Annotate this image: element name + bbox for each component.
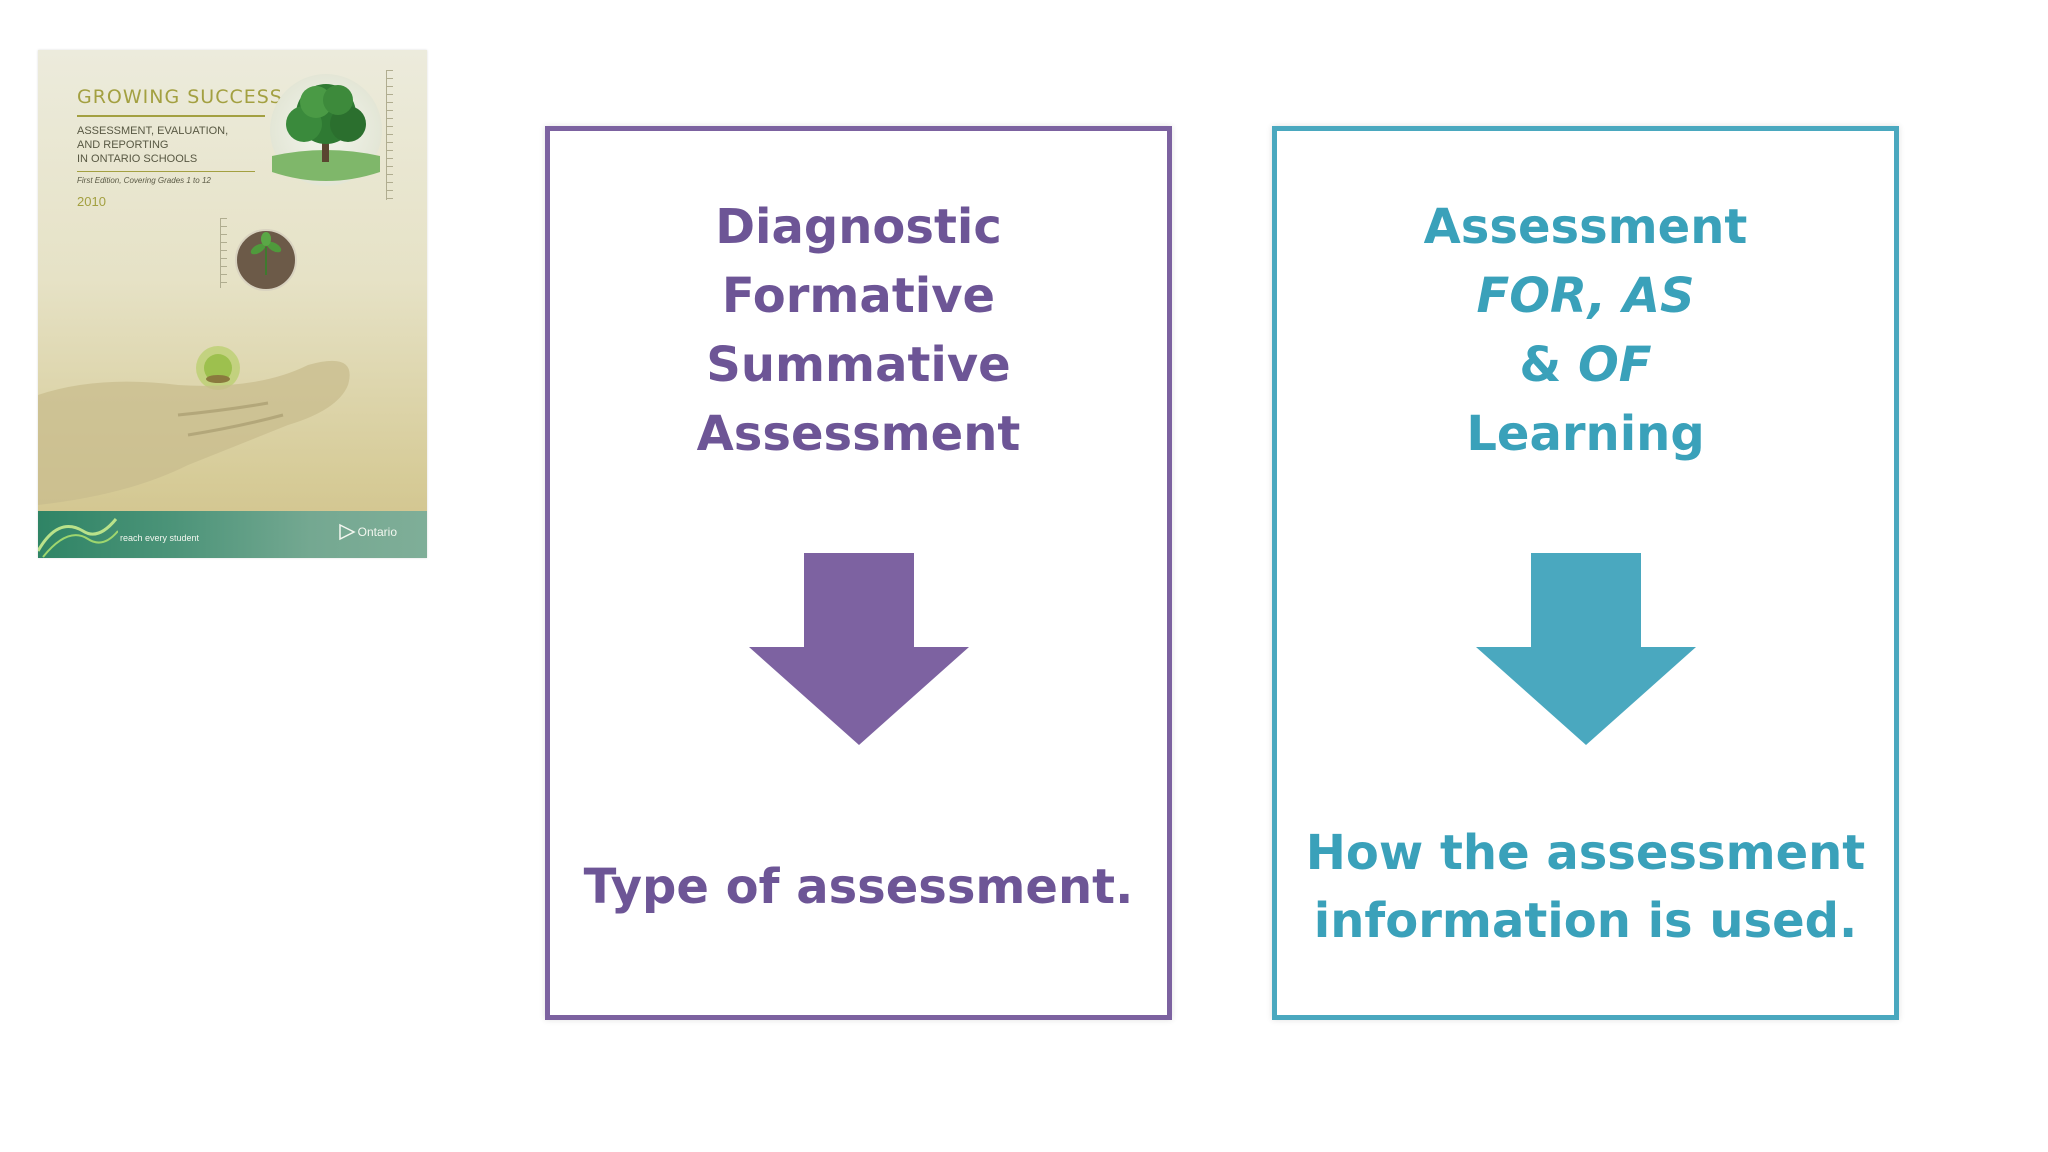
cover-edition: First Edition, Covering Grades 1 to 12 — [77, 176, 211, 185]
cover-subtitle-rule — [77, 171, 255, 172]
footer-line: How the assessment — [1305, 825, 1866, 881]
cover-title-rule — [77, 115, 265, 117]
heading-line: Assessment — [696, 406, 1021, 462]
seedling-icon — [235, 229, 297, 291]
heading-line: Summative — [706, 337, 1011, 393]
cover-subtitle: ASSESSMENT, EVALUATION, AND REPORTING IN… — [77, 124, 228, 166]
panel-heading: Assessment FOR, AS & OF Learning — [1277, 193, 1894, 469]
hand-icon — [38, 360, 350, 505]
cover-subtitle-line: AND REPORTING — [77, 139, 169, 151]
panel-footer: Type of assessment. — [550, 853, 1167, 921]
footer-line: Type of assessment. — [583, 859, 1134, 915]
heading-line: Formative — [721, 268, 996, 324]
ontario-logo: Ontario — [338, 523, 397, 541]
cover-footer-band: reach every student Ontario — [38, 511, 427, 558]
swoosh-icon — [38, 518, 118, 558]
heading-line: & OF — [1277, 331, 1894, 400]
heading-line: Diagnostic — [715, 199, 1002, 255]
heading-line: FOR, AS — [1476, 268, 1695, 324]
footer-line: information is used. — [1313, 893, 1858, 949]
assessment-purpose-panel: Assessment FOR, AS & OF Learning How the… — [1272, 126, 1899, 1020]
trillium-icon — [338, 523, 356, 541]
panel-heading: Diagnostic Formative Summative Assessmen… — [550, 193, 1167, 469]
ontario-logo-text: Ontario — [357, 525, 397, 539]
heading-line: Learning — [1466, 406, 1705, 462]
book-cover: GROWING SUCCESS ASSESSMENT, EVALUATION, … — [38, 50, 427, 558]
heading-line: Assessment — [1423, 199, 1748, 255]
seed-icon — [196, 346, 240, 390]
tree-icon — [270, 74, 382, 186]
down-arrow-icon — [1475, 553, 1696, 745]
cover-ruler-icon — [220, 218, 227, 288]
heading-prefix: & — [1519, 337, 1578, 393]
panel-footer: How the assessment information is used. — [1277, 819, 1894, 955]
cover-subtitle-line: IN ONTARIO SCHOOLS — [77, 153, 198, 165]
down-arrow-icon — [748, 553, 969, 745]
cover-subtitle-line: ASSESSMENT, EVALUATION, — [77, 125, 229, 137]
assessment-types-panel: Diagnostic Formative Summative Assessmen… — [545, 126, 1172, 1020]
cover-tagline: reach every student — [120, 533, 200, 543]
cover-ruler-icon — [386, 70, 393, 200]
heading-italic: OF — [1577, 337, 1652, 393]
cover-title: GROWING SUCCESS — [77, 86, 283, 108]
cover-year: 2010 — [77, 194, 106, 209]
